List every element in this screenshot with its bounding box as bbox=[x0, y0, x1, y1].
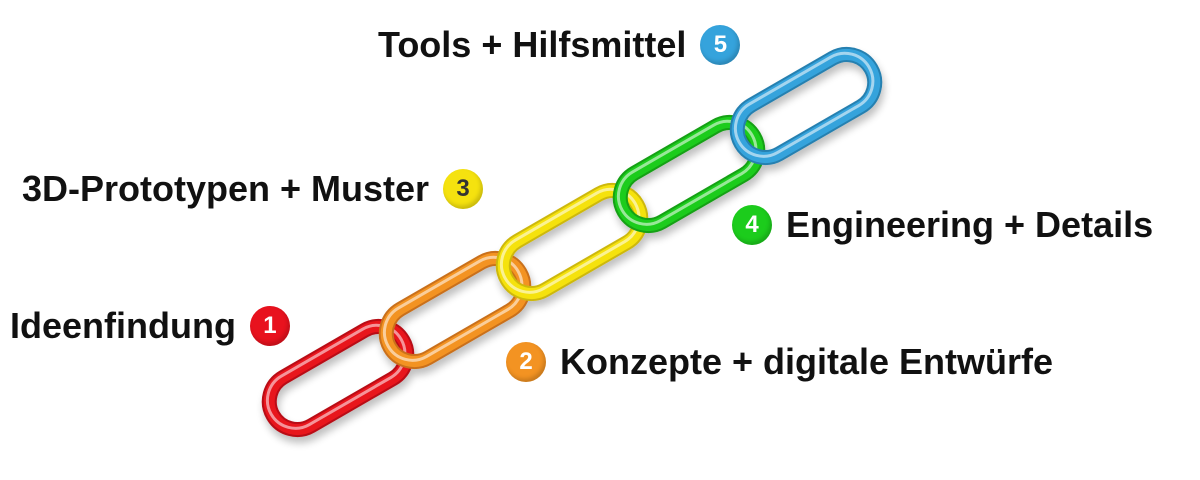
step-number-badge: 1 bbox=[249, 306, 290, 346]
step-number-badge: 4 bbox=[732, 205, 772, 245]
chain-link-green bbox=[612, 115, 766, 233]
step-label: Ideenfindung bbox=[10, 305, 236, 346]
chain-link-red bbox=[261, 319, 415, 437]
step-number-badge: 5 bbox=[700, 25, 741, 65]
chain-link-yellow bbox=[495, 183, 649, 301]
step-konzepte: 2 Konzepte + digitale Entwürfe bbox=[506, 341, 1053, 383]
step-number-badge: 3 bbox=[443, 169, 484, 209]
step-ideenfindung: Ideenfindung 1 bbox=[10, 305, 290, 347]
step-label: Tools + Hilfsmittel bbox=[378, 24, 687, 65]
step-engineering: 4 Engineering + Details bbox=[732, 204, 1153, 246]
step-3d-prototypen: 3D-Prototypen + Muster 3 bbox=[22, 168, 484, 210]
step-tools: Tools + Hilfsmittel 5 bbox=[378, 24, 741, 66]
step-label: 3D-Prototypen + Muster bbox=[22, 168, 430, 209]
step-label: Konzepte + digitale Entwürfe bbox=[560, 341, 1054, 382]
step-label: Engineering + Details bbox=[786, 204, 1154, 245]
chain-link-blue bbox=[729, 47, 883, 165]
step-number-badge: 2 bbox=[506, 342, 546, 382]
chain-link-orange bbox=[378, 251, 532, 369]
